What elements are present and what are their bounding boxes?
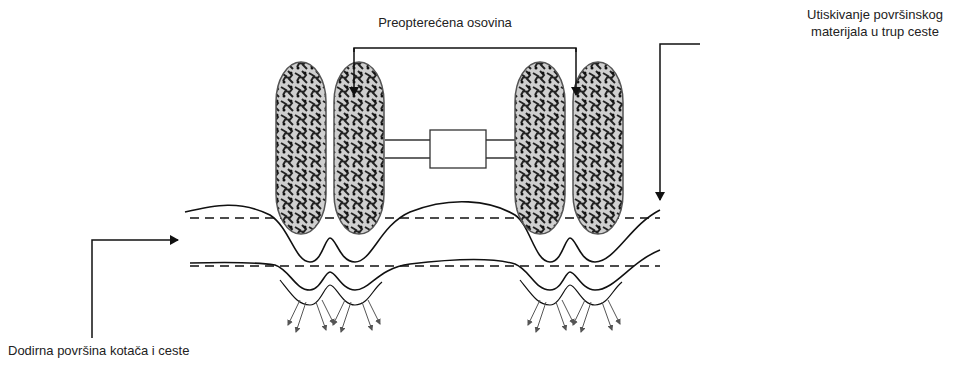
contact-label: Dodirna površina kotača i ceste	[6, 342, 191, 359]
wheels	[276, 62, 623, 234]
axle	[385, 130, 515, 168]
leader-lines	[92, 44, 700, 338]
impression-label: Utiskivanje površinskog materijala u tru…	[793, 6, 957, 40]
pressure-arrows	[288, 300, 620, 332]
axle-label: Preopterećena osovina	[376, 14, 514, 31]
